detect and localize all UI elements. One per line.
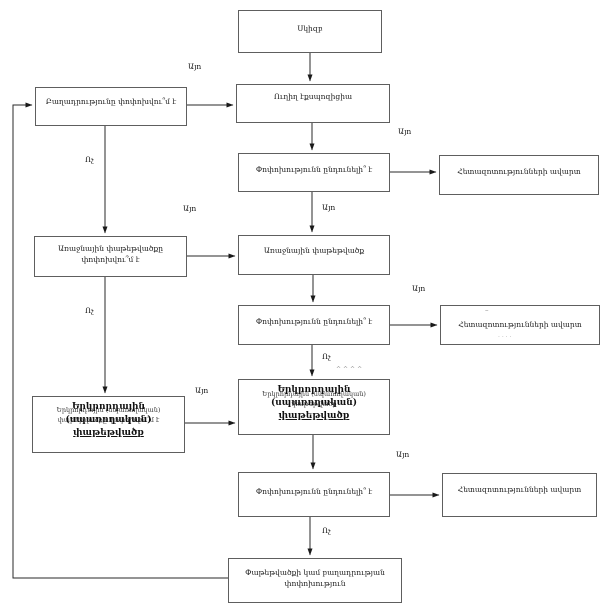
label-no-acceptable3-down: Ոչ <box>322 526 331 535</box>
label-no-composition-down: Ոչ <box>85 155 94 164</box>
primary-packaging-label: Առաջնային փաթեթվածք <box>263 246 365 255</box>
change-acceptable-2-label: Փոփոխությունն ընդունելի՞ է <box>255 317 373 326</box>
flowchart-box-primary-packaging-question: Առաջնային փաթեթվածքը փոփոխվու՞մ է <box>34 236 187 277</box>
flowchart-box-change-acceptable-3: Փոփոխությունն ընդունելի՞ է <box>238 472 390 517</box>
end-of-studies-1-label: Հետազոտությունների ավարտ <box>457 167 581 176</box>
end-of-studies-3-label: Հետազոտությունների ավարտ <box>457 485 582 494</box>
label-yes-acceptable3-to-end3: Այո <box>396 450 410 459</box>
flowchart-box-end-of-studies-1: Հետազոտությունների ավարտ <box>439 155 599 195</box>
secondary-packaging-overlay-text: Երկրորդային (սպառողական) փաթեթվածք <box>262 390 366 409</box>
change-acceptable-3-label: Փոփոխությունն ընդունելի՞ է <box>255 487 373 496</box>
flowchart-box-start: Սկիզբ <box>238 10 382 53</box>
label-yes-acceptable2-to-end2: Այո <box>412 284 426 293</box>
secondary-packaging-question-overlay-text: Երկրորդային (սպառողական) փաթեթվածքը փոփո… <box>56 406 161 425</box>
flowchart-box-change-acceptable-1: Փոփոխությունն ընդունելի՞ է <box>238 153 390 192</box>
label-yes-composition-to-direct: Այո <box>188 62 202 71</box>
flowchart-box-secondary-packaging: Երկրորդային (սպառողական) փաթեթվածք Երկրո… <box>238 379 390 435</box>
end-of-studies-2-label: Հետազոտությունների ավարտ <box>458 320 582 329</box>
flowchart-box-end-of-studies-2: Հետազոտությունների ավարտ <box>440 305 600 345</box>
flowchart-box-packaging-or-composition-change: Փաթեթվածքի կամ բաղադրության փոփոխություն <box>228 558 402 603</box>
start-label: Սկիզբ <box>297 24 323 33</box>
flowchart-box-end-of-studies-3: Հետազոտությունների ավարտ <box>442 473 597 517</box>
label-yes-acceptable1-down: Այո <box>322 203 336 212</box>
secondary-packaging-question-main-text: Երկրորդային (սպառողական) փաթեթվածք <box>65 402 152 439</box>
arrow-modify-feedback-to-composition <box>12 102 228 579</box>
flowchart-box-change-acceptable-2: Փոփոխությունն ընդունելի՞ է <box>238 305 390 345</box>
label-yes-acceptable1-to-end1: Այո <box>398 127 412 136</box>
scan-artifact-dash: – <box>485 306 489 314</box>
label-yes-secondaryq-to-secondary: Այո <box>195 386 209 395</box>
flowchart-box-direct-exposure: Ուղիղ էքսպոզիցիա <box>236 84 390 123</box>
flowchart-box-secondary-packaging-question: Երկրորդային (սպառողական) փաթեթվածքը փոփո… <box>32 396 185 453</box>
packaging-or-composition-change-label: Փաթեթվածքի կամ բաղադրության փոփոխություն <box>245 568 385 588</box>
change-acceptable-1-label: Փոփոխությունն ընդունելի՞ է <box>255 165 373 174</box>
label-no-primaryq-down: Ոչ <box>85 306 94 315</box>
scan-artifact-carets: ^^^^ <box>336 366 365 373</box>
label-yes-primaryq-to-primary: Այո <box>183 204 197 213</box>
flowchart-box-composition-change-question: Բաղադրությունը փոփոխվու՞մ է <box>35 87 187 126</box>
label-no-acceptable2-down: Ոչ <box>322 352 331 361</box>
scan-artifact-dots: · · · · <box>498 334 512 341</box>
secondary-packaging-main-text: Երկրորդային (սպառողական) փաթեթվածք <box>271 385 357 422</box>
composition-change-question-label: Բաղադրությունը փոփոխվու՞մ է <box>45 97 177 106</box>
flowchart-box-primary-packaging: Առաջնային փաթեթվածք <box>238 235 390 275</box>
primary-packaging-question-label: Առաջնային փաթեթվածքը փոփոխվու՞մ է <box>57 244 164 264</box>
direct-exposure-label: Ուղիղ էքսպոզիցիա <box>273 92 353 101</box>
